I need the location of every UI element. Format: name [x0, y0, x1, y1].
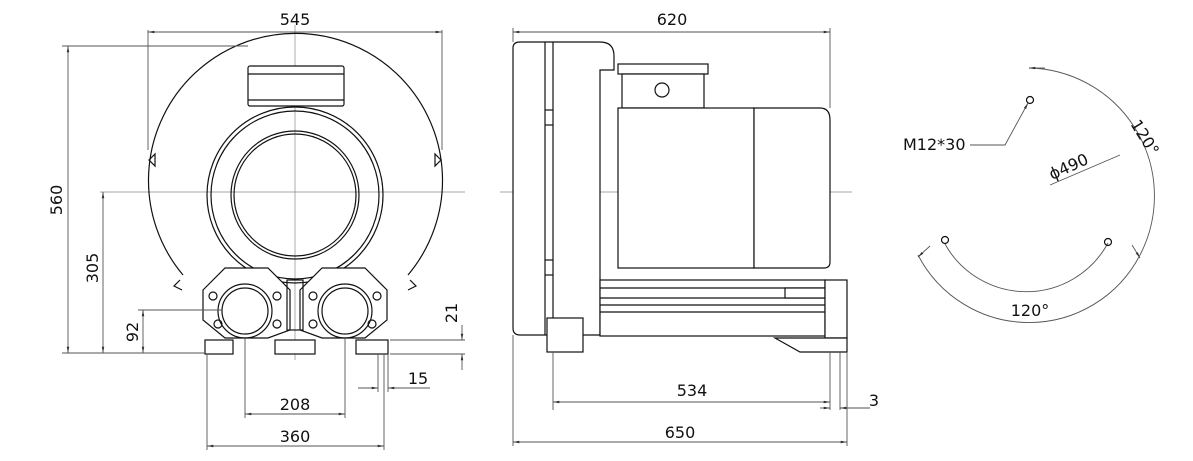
side-view: 620 534 3 650 [500, 10, 879, 446]
dim-base-length: 534 [677, 381, 708, 400]
flange-detail: M12*30 ϕ490 120° 120° [903, 66, 1164, 323]
dim-front-height: 560 [47, 185, 66, 216]
angle-bottom: 120° [1011, 301, 1050, 320]
bolt-circle-diameter: ϕ490 [1046, 150, 1091, 184]
dim-front-width: 545 [280, 10, 311, 29]
dim-foot-offset: 15 [408, 369, 428, 388]
bolt-spec: M12*30 [903, 135, 966, 154]
dim-foot-thickness: 21 [442, 303, 461, 323]
dim-center-height: 305 [83, 253, 102, 284]
dim-foot-span: 360 [280, 427, 311, 446]
dim-body-length: 620 [657, 10, 688, 29]
dim-end-gap: 3 [869, 391, 879, 410]
dim-outlet-height: 92 [123, 322, 142, 342]
dim-port-spacing: 208 [280, 395, 311, 414]
dim-total-length: 650 [665, 423, 696, 442]
angle-right: 120° [1127, 116, 1164, 159]
front-view: 545 560 305 92 21 15 208 360 [47, 10, 465, 450]
